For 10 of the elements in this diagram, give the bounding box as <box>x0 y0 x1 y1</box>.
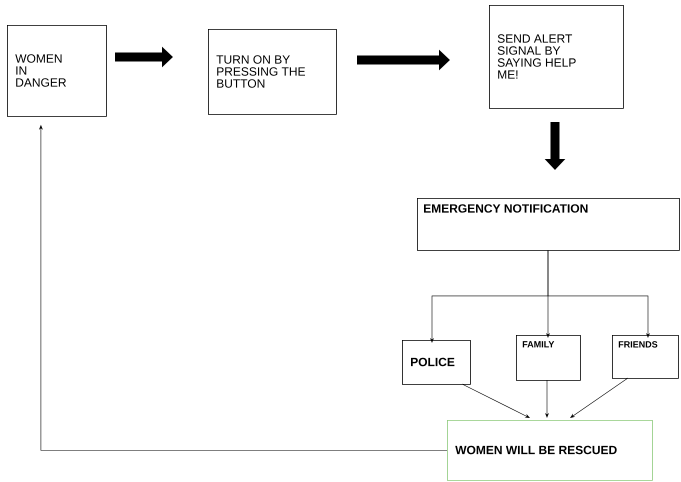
arrow <box>462 384 530 418</box>
process-box: POLICE <box>402 340 471 385</box>
process-box: WOMEN IN DANGER <box>7 25 107 117</box>
process-box: SEND ALERT SIGNAL BY SAYING HELP ME! <box>489 5 624 109</box>
process-box: FRIENDS <box>612 334 679 379</box>
process-box: EMERGENCY NOTIFICATION <box>417 198 680 251</box>
arrow <box>570 378 628 418</box>
result-box: WOMEN WILL BE RESCUED <box>447 420 653 481</box>
process-box: TURN ON BY PRESSING THE BUTTON <box>208 29 337 115</box>
process-box: FAMILY <box>516 334 581 381</box>
